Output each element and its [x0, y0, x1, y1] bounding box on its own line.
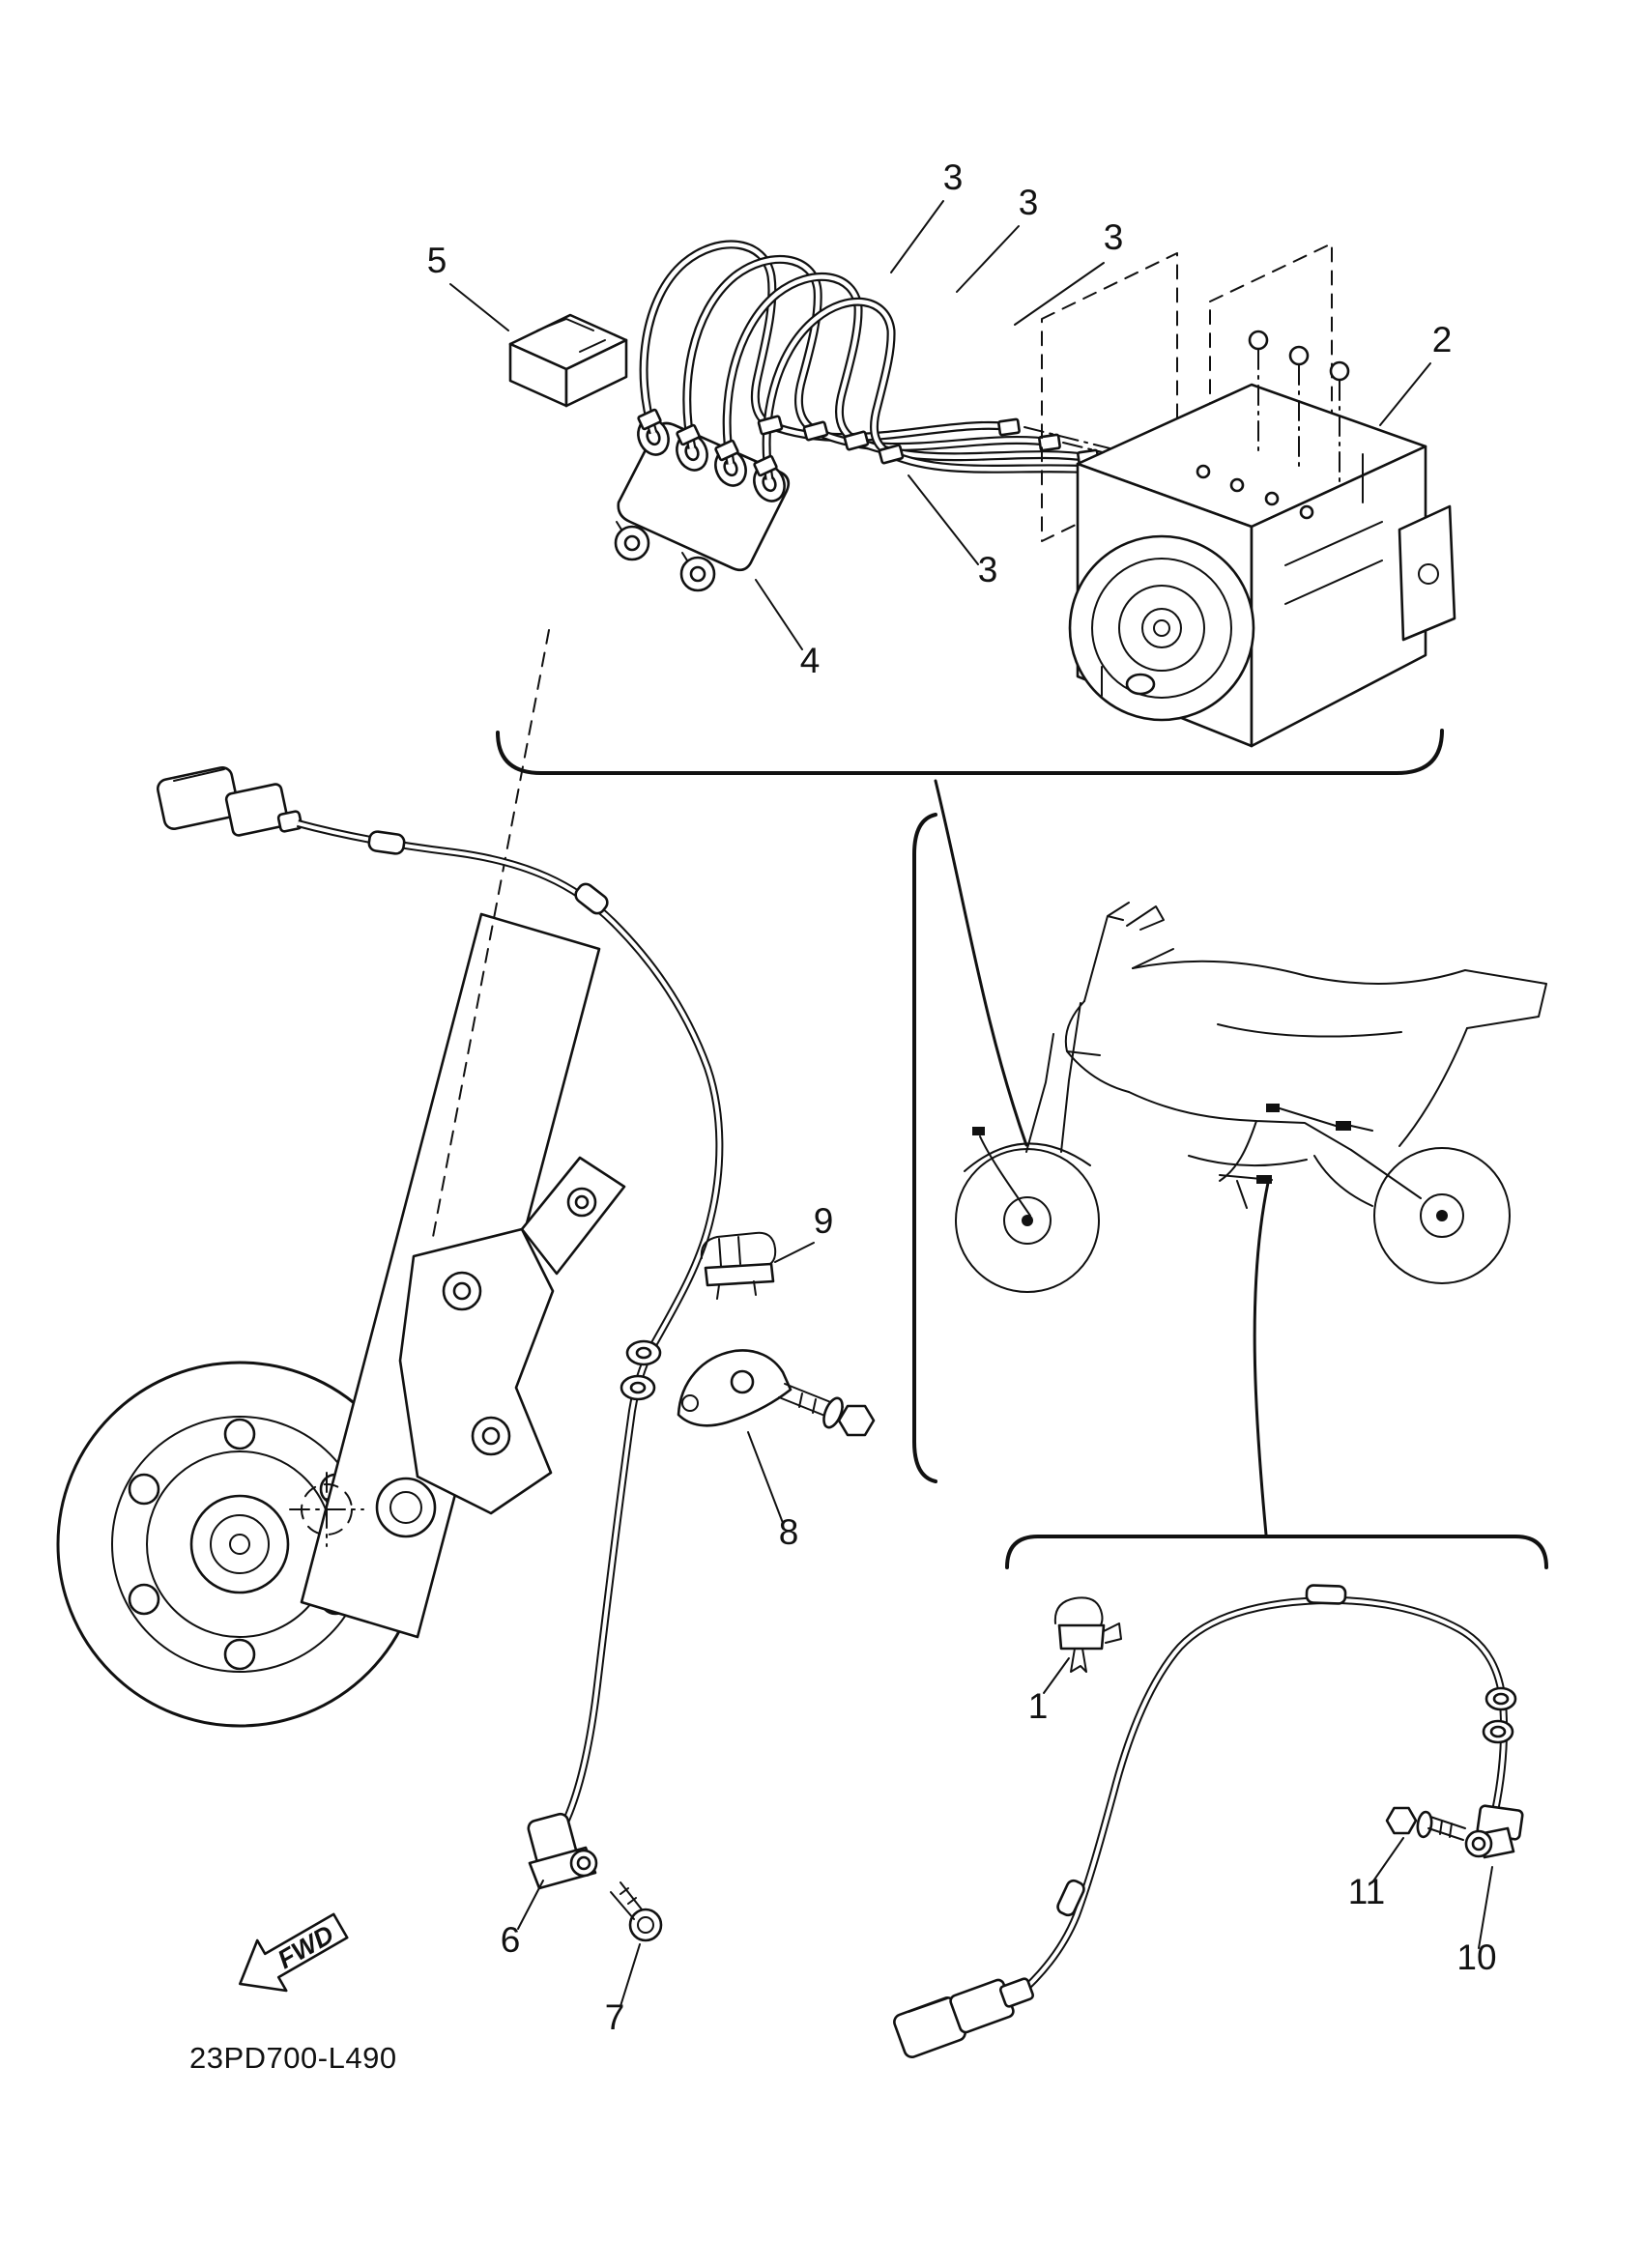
link-curve-bike-to-rear-box: [1253, 1181, 1270, 1536]
callout-3-c: 3: [1104, 217, 1124, 257]
motorcycle-silhouette: [955, 902, 1547, 1293]
rear-assembly-bracket: [1005, 1535, 1548, 1569]
callout-10: 10: [1456, 1938, 1496, 1977]
callout-4: 4: [800, 641, 821, 680]
callout-5: 5: [427, 241, 447, 280]
front-assembly-group: [56, 629, 876, 1942]
left-section-bracket: [912, 813, 937, 1483]
callout-3-a: 3: [943, 158, 964, 197]
top-assembly-bracket: [496, 729, 1444, 775]
front-fork-drawing: [289, 629, 626, 1639]
fwd-arrow-label: FWD: [273, 1920, 338, 1975]
callout-leader-lines: [449, 200, 1493, 2007]
middle-link-group: [912, 779, 1547, 1536]
callout-numbers: 3 3 3 5 2 3 4 9 8 6 7 1 11 10: [427, 158, 1497, 2037]
callout-11: 11: [1348, 1872, 1385, 1911]
top-assembly-group: [496, 240, 1456, 775]
callout-9: 9: [814, 1201, 834, 1241]
brake-pipes-drawing: [637, 240, 1137, 483]
callout-1: 1: [1028, 1686, 1049, 1726]
callout-3-d: 3: [978, 550, 998, 589]
front-sensor-bolt-drawing: [610, 1881, 663, 1942]
harness-clamp-drawing: [1053, 1596, 1122, 1673]
callout-6: 6: [501, 1920, 521, 1960]
rear-sensor-bolt-drawing: [1385, 1806, 1466, 1841]
link-curve-top-to-bike: [934, 779, 1028, 1147]
callout-2: 2: [1432, 320, 1453, 359]
part-code: 23PD700-L490: [189, 2041, 397, 2075]
rear-sensor-assembly-group: [893, 1535, 1548, 2058]
callout-7: 7: [605, 1997, 625, 2037]
abs-hydraulic-unit-drawing: [1068, 330, 1456, 748]
connector-cover-drawing: [508, 313, 628, 408]
front-sensor-cable-drawing: [157, 766, 724, 1830]
front-wheel-sensor-drawing: [527, 1812, 598, 1890]
callout-8: 8: [779, 1512, 799, 1552]
rear-sensor-cable-drawing: [893, 1584, 1517, 2058]
rear-wheel-sensor-drawing: [1464, 1804, 1524, 1859]
sensor-lead-bracket-drawing: [677, 1349, 876, 1437]
pipe-holder-drawing: [614, 417, 791, 592]
fwd-arrow: FWD: [239, 1912, 349, 1993]
callout-3-b: 3: [1019, 183, 1039, 222]
cable-clamp-drawing: [700, 1231, 777, 1300]
